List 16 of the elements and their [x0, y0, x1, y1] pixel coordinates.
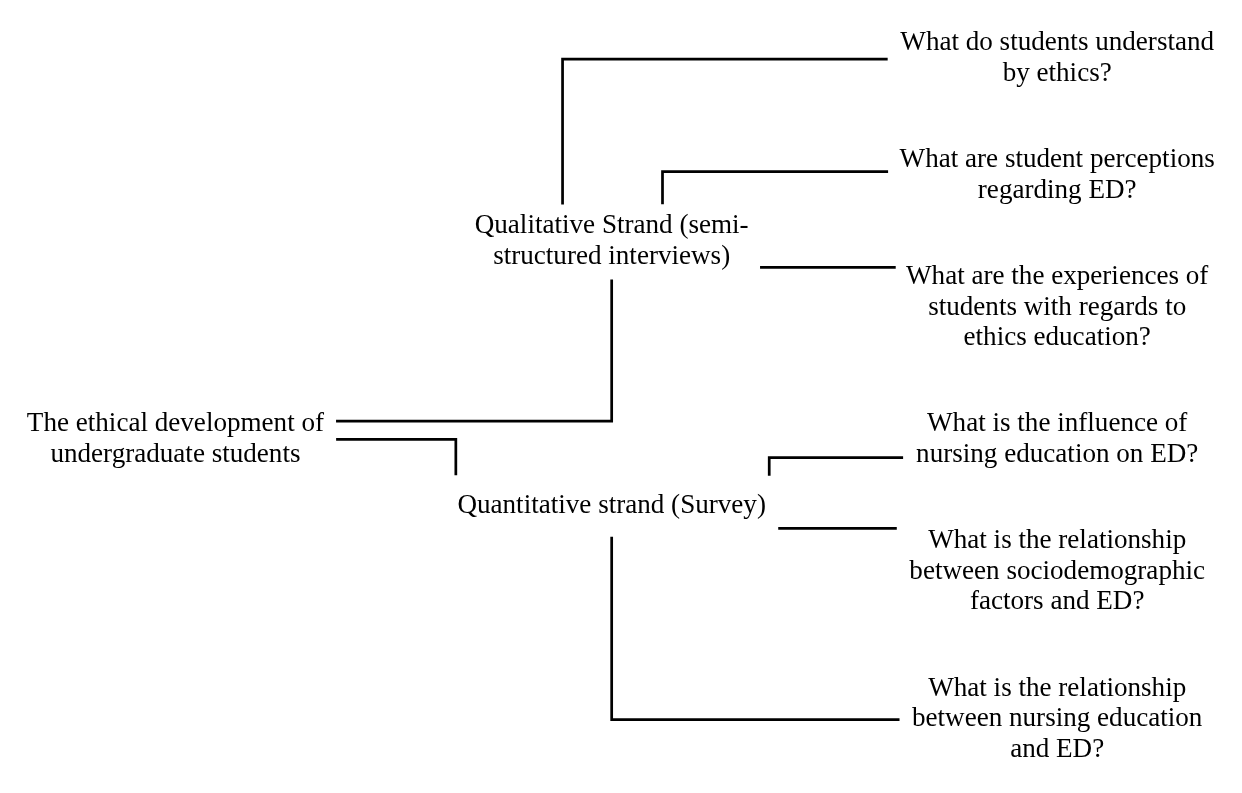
connector [561, 57, 888, 205]
node-text: The ethical development of undergraduate students [26, 406, 325, 468]
connector [778, 526, 897, 530]
connector [336, 279, 614, 422]
connector [760, 265, 896, 269]
node-text: Quantitative strand (Survey) [457, 488, 766, 519]
node-text: What do students understand by ethics? [900, 25, 1215, 87]
node-text: What are the experiences of students with regards to ethics education? [906, 259, 1209, 351]
node-text: What is the relationship between sociodemographic factors and ED? [909, 523, 1206, 615]
node-text: What are student perceptions regarding ED? [899, 142, 1215, 204]
node-text: What is the relationship between nursing education and ED? [912, 671, 1203, 763]
connector [336, 437, 458, 475]
connector [610, 536, 900, 721]
node-text: What is the influence of nursing education on ED? [916, 406, 1199, 468]
connector [661, 169, 889, 204]
node-text: Qualitative Strand (semi-structured interviews) [474, 208, 749, 270]
